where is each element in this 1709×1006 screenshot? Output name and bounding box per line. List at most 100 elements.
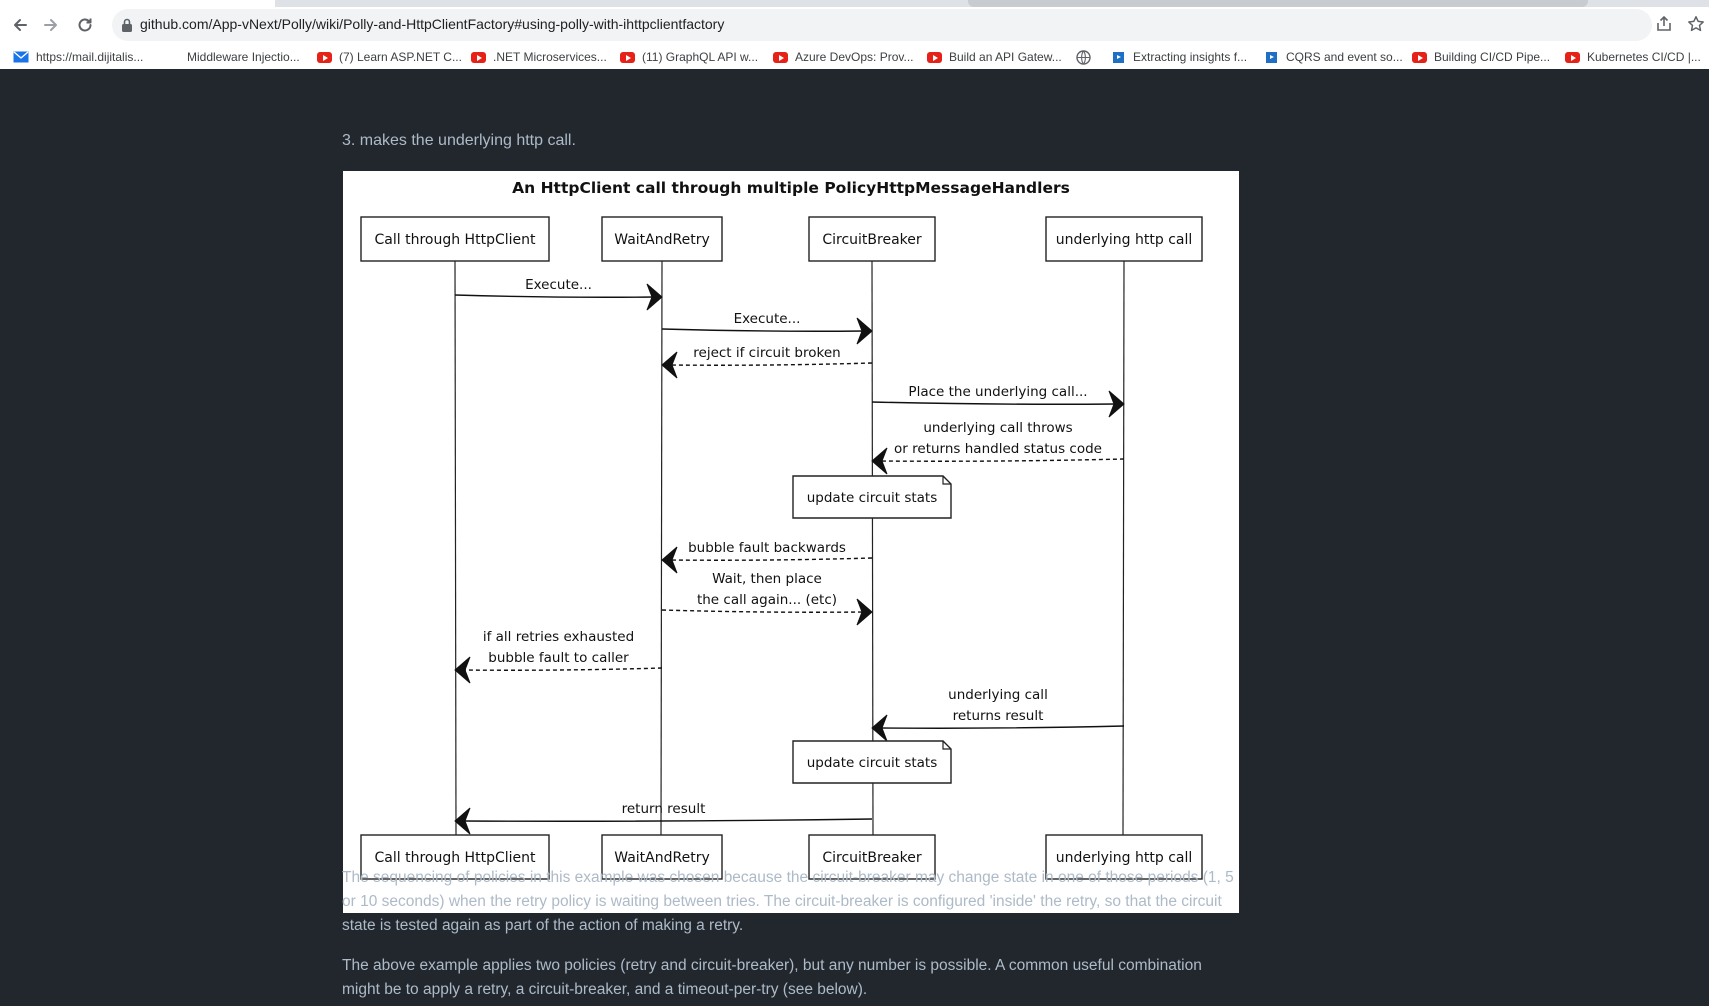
- share-button[interactable]: [1652, 12, 1676, 36]
- bookmark-label: Kubernetes CI/CD |...: [1587, 50, 1701, 64]
- reload-button[interactable]: [72, 12, 98, 38]
- note-fold: [942, 741, 951, 750]
- bookmark-label: Build an API Gatew...: [949, 50, 1062, 64]
- bookmark-middleware[interactable]: Middleware Injectio...: [187, 48, 300, 66]
- participant-box: [1045, 834, 1203, 880]
- bookmark-azure-devops[interactable]: Azure DevOps: Prov...: [772, 48, 913, 66]
- participant-box: [808, 216, 936, 262]
- bookmark-star-button[interactable]: [1684, 12, 1708, 36]
- message-label: Execute...: [734, 311, 801, 327]
- bookmark-mail[interactable]: https://mail.dijitalis...: [13, 48, 143, 66]
- url-text[interactable]: github.com/App-vNext/Polly/wiki/Polly-an…: [140, 16, 725, 32]
- note-box: [792, 740, 952, 784]
- message-arrow: [879, 725, 1125, 729]
- paragraph-combination: The above example applies two policies (…: [342, 957, 1202, 998]
- message-label: bubble fault to caller: [488, 650, 629, 666]
- lifeline: [871, 260, 874, 836]
- azure-icon: [1110, 49, 1126, 65]
- bookmark-globe[interactable]: [1075, 48, 1098, 66]
- message-label: bubble fault backwards: [688, 540, 846, 556]
- participant-box: [360, 216, 550, 262]
- diagram-title: An HttpClient call through multiple Poli…: [512, 179, 1070, 197]
- bookmark-api-gateway[interactable]: Build an API Gatew...: [926, 48, 1062, 66]
- participant-label: underlying http call: [1056, 232, 1193, 248]
- arrowhead: [856, 598, 873, 626]
- share-icon: [1657, 15, 1671, 31]
- bookmark-learn-aspnet[interactable]: (7) Learn ASP.NET C...: [316, 48, 462, 66]
- arrowhead: [454, 807, 471, 835]
- participant-box: [601, 834, 723, 880]
- note-fold: [942, 476, 951, 485]
- arrowhead: [856, 317, 873, 345]
- bookmark-label: Azure DevOps: Prov...: [795, 50, 914, 64]
- youtube-icon: [1564, 49, 1580, 65]
- bookmark-net-microservices[interactable]: .NET Microservices...: [470, 48, 607, 66]
- message-label: return result: [622, 801, 706, 817]
- bookmark-label: Middleware Injectio...: [187, 50, 300, 64]
- reload-icon: [78, 18, 92, 32]
- arrow-left-icon: [14, 19, 27, 31]
- message-label: underlying call: [948, 687, 1048, 703]
- bookmark-label: .NET Microservices...: [493, 50, 607, 64]
- paragraph-sequencing: The sequencing of policies in this examp…: [342, 869, 1234, 934]
- message-label: underlying call throws: [923, 420, 1072, 436]
- globe-icon: [1075, 49, 1091, 65]
- back-button[interactable]: [7, 12, 33, 38]
- sequence-diagram: An HttpClient call through multiple Poli…: [343, 171, 1239, 913]
- youtube-icon: [1411, 49, 1427, 65]
- lifeline: [454, 260, 457, 836]
- page-content: 3. makes the underlying http call. An Ht…: [0, 69, 1709, 1006]
- bookmark-label: Building CI/CD Pipe...: [1434, 50, 1551, 64]
- participant-label: WaitAndRetry: [614, 232, 709, 248]
- youtube-icon: [470, 49, 486, 65]
- tab-strip: [0, 0, 1709, 7]
- arrowhead: [661, 546, 678, 574]
- azure-icon: [1263, 49, 1279, 65]
- tab-inactive[interactable]: [968, 0, 1588, 7]
- note-box: [792, 475, 952, 519]
- note-label: update circuit stats: [807, 755, 938, 771]
- message-arrow: [879, 458, 1125, 462]
- message-arrow: [661, 328, 865, 332]
- lock-icon: [122, 18, 132, 32]
- participant-label: CircuitBreaker: [822, 850, 922, 866]
- message-arrow: [454, 294, 655, 298]
- message-label: the call again... (etc): [697, 592, 837, 608]
- youtube-icon: [772, 49, 788, 65]
- star-icon: [1688, 16, 1704, 32]
- participant-label: CircuitBreaker: [822, 232, 922, 248]
- participant-box: [808, 834, 936, 880]
- participant-box: [601, 216, 723, 262]
- message-arrow: [462, 818, 873, 822]
- participant-label: Call through HttpClient: [375, 232, 536, 248]
- bookmark-cqrs[interactable]: CQRS and event so...: [1263, 48, 1403, 66]
- youtube-icon: [316, 49, 332, 65]
- bookmark-kubernetes[interactable]: Kubernetes CI/CD |...: [1564, 48, 1701, 66]
- participant-box: [360, 834, 550, 880]
- sequence-diagram-svg: An HttpClient call through multiple Poli…: [360, 179, 1203, 880]
- message-label: Execute...: [525, 277, 592, 293]
- mail-icon: [13, 49, 29, 65]
- message-label: or returns handled status code: [894, 441, 1102, 457]
- address-bar[interactable]: github.com/App-vNext/Polly/wiki/Polly-an…: [112, 9, 1652, 41]
- bookmark-label: https://mail.dijitalis...: [36, 50, 144, 64]
- participant-label: WaitAndRetry: [614, 850, 709, 866]
- message-arrow: [462, 667, 663, 671]
- bookmarks-bar: https://mail.dijitalis... Middleware Inj…: [0, 45, 1709, 69]
- tab-active[interactable]: [0, 0, 275, 7]
- bookmark-cicd-pipeline[interactable]: Building CI/CD Pipe...: [1411, 48, 1550, 66]
- arrowhead: [1108, 390, 1125, 418]
- message-arrow: [669, 362, 873, 366]
- bookmark-label: (11) GraphQL API w...: [642, 50, 759, 64]
- previous-list-item: 3. makes the underlying http call.: [342, 132, 576, 149]
- message-label: Wait, then place: [712, 571, 822, 587]
- message-label: returns result: [953, 708, 1044, 724]
- participant-label: Call through HttpClient: [375, 850, 536, 866]
- bookmark-label: CQRS and event so...: [1286, 50, 1403, 64]
- bookmark-extracting-insights[interactable]: Extracting insights f...: [1110, 48, 1247, 66]
- forward-button[interactable]: [38, 12, 64, 38]
- bookmark-graphql[interactable]: (11) GraphQL API w...: [619, 48, 758, 66]
- bookmark-label: (7) Learn ASP.NET C...: [339, 50, 462, 64]
- lifeline: [660, 260, 663, 836]
- arrow-right-icon: [44, 19, 57, 31]
